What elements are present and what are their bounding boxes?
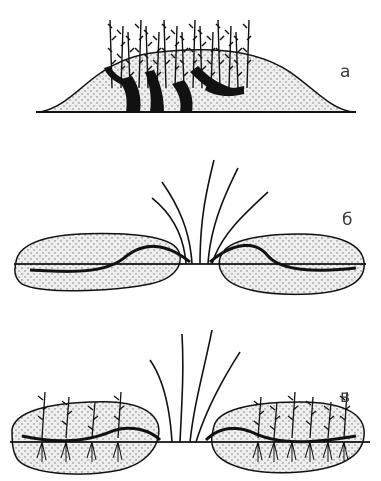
bud [238,48,242,52]
bud [243,48,247,52]
soil-mound [40,50,352,112]
bud [112,36,116,40]
bud [207,36,211,40]
bud [38,396,43,400]
panel-letter-b: б [342,212,352,229]
bud [202,42,206,46]
bud [288,396,293,400]
panel-a-diagram [36,20,356,112]
bud [189,24,193,28]
panel-letter-a: а [340,64,350,81]
panel-c-diagram [10,330,370,474]
soil-ridge-left [15,234,180,291]
bud [220,36,224,40]
bud [114,396,119,400]
bud [148,42,152,46]
bud [166,36,170,40]
bud [225,30,229,34]
bud [153,36,157,40]
panel-b-diagram [14,160,366,294]
bud [135,48,139,52]
bud [171,30,175,34]
bud [117,54,121,58]
bud [130,48,134,52]
bud [243,24,247,28]
panel-letter-c: в [340,389,350,406]
bud [117,30,121,34]
bud [135,24,139,28]
